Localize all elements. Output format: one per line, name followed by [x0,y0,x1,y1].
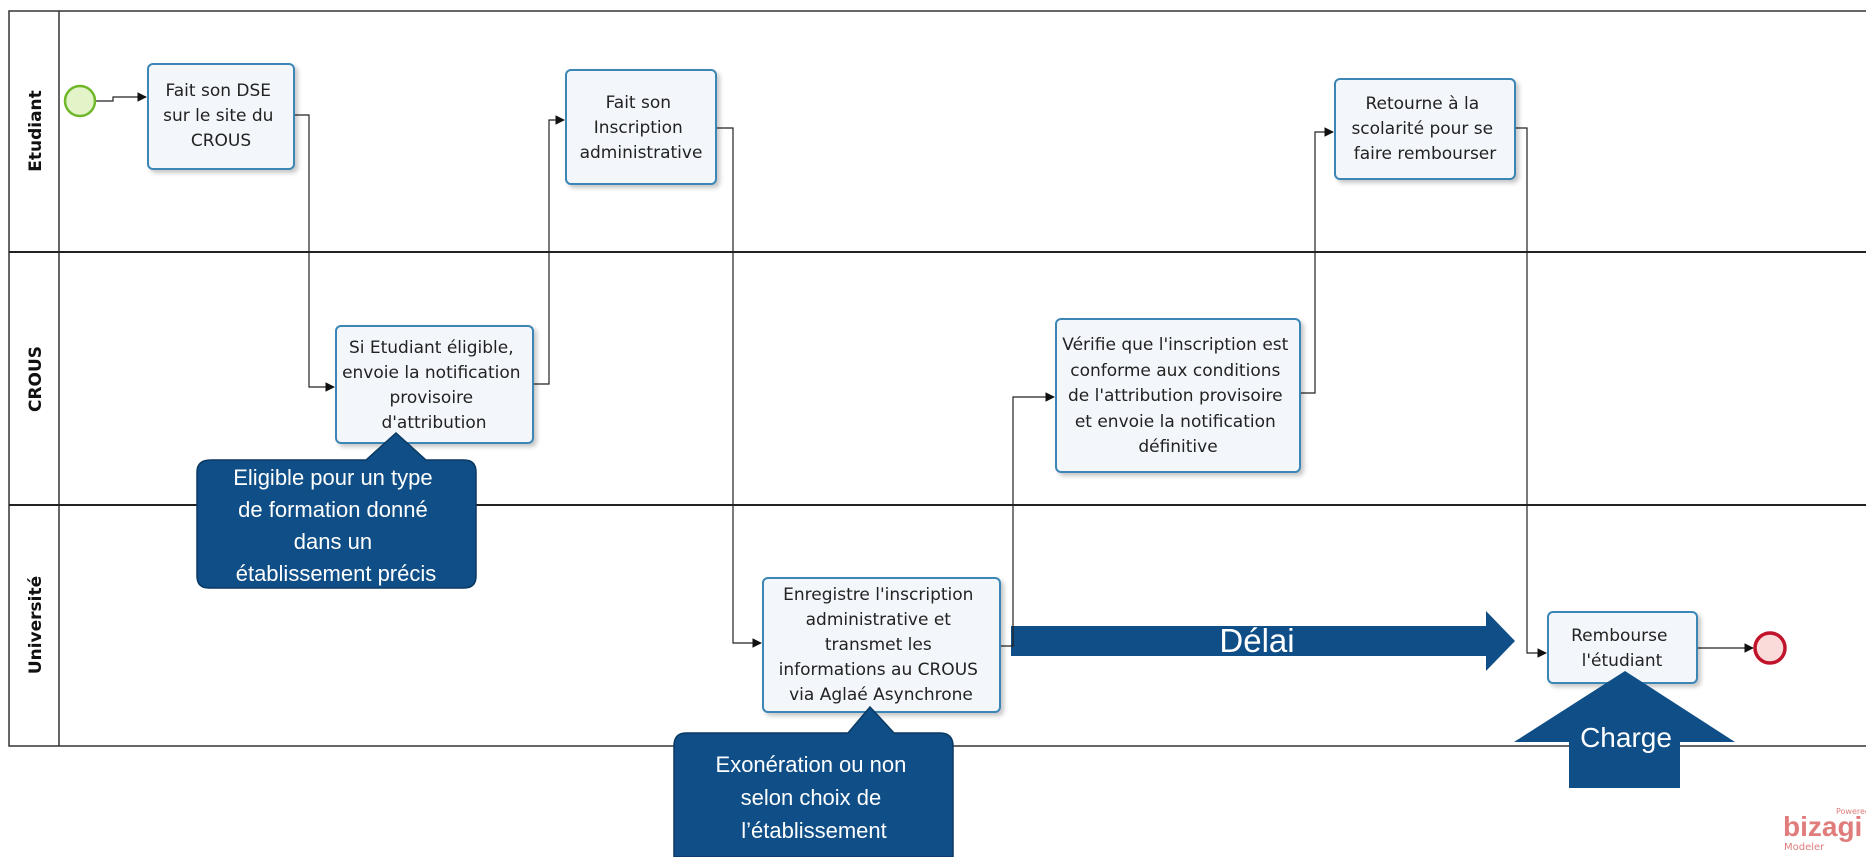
task-inscription-label: Fait son Inscription administrative [580,93,703,163]
task-inscription-line-1: Fait son [606,93,671,113]
lane-label-universite: Université [26,576,46,674]
callout-exoneration-line-3: l’établissement [741,818,887,843]
task-enregistre-line-3: transmet les [825,635,932,655]
callout-exoneration-line-1: Exonération ou non [716,752,907,777]
task-verifie-line-5: définitive [1138,437,1217,457]
task-retourne: Retourne à la scolarité pour se faire re… [1334,78,1516,180]
task-notification-line-4: d'attribution [381,413,486,433]
task-enregistre: Enregistre l'inscription administrative … [762,577,1001,713]
callout-eligible-label: Eligible pour un type de formation donné… [233,465,438,586]
sequence-flows [96,92,1754,658]
task-rembourse-line-2: l'étudiant [1582,651,1663,671]
flow-start-to-dse [96,92,147,102]
task-dse-line-3: CROUS [191,131,251,151]
end-event [1753,631,1787,665]
watermark-powered: Powered by [1836,807,1866,816]
task-dse-box [147,63,295,170]
task-notification-label: Si Etudiant éligible, envoie la notifica… [342,338,526,433]
task-enregistre-line-1: Enregistre l'inscription [783,585,973,605]
charge-arrow-shape [1514,671,1735,788]
delai-arrow: Délai [1011,611,1515,671]
flow-dse-to-notification [294,114,335,392]
task-notification-box [335,325,534,444]
task-verifie-line-1: Vérifie que l'inscription est [1062,335,1288,355]
task-verifie-line-3: de l'attribution provisoire [1068,386,1283,406]
task-enregistre-line-4: informations au CROUS [779,660,978,680]
task-retourne-label: Retourne à la scolarité pour se faire re… [1351,94,1498,164]
task-enregistre-line-5: via Aglaé Asynchrone [789,685,973,705]
task-inscription-line-2: Inscription [594,118,683,138]
task-retourne-line-1: Retourne à la [1365,94,1479,114]
callout-eligible: Eligible pour un type de formation donné… [196,431,477,589]
task-notification-line-2: envoie la notification [342,363,520,383]
delai-arrow-shape [1011,611,1515,671]
callout-exoneration-line-2: selon choix de [741,785,882,810]
task-rembourse-box [1547,611,1698,684]
task-inscription-box [565,69,717,185]
flow-inscription-to-enregistre [716,127,762,648]
start-event [63,84,97,118]
task-inscription: Fait son Inscription administrative [565,69,717,185]
lane-label-etudiant: Etudiant [26,90,46,172]
task-enregistre-box [762,577,1001,713]
lane-label-crous: CROUS [26,346,46,412]
watermark-brand: bizagi [1783,811,1862,842]
task-retourne-line-2: scolarité pour se [1351,119,1493,139]
delai-arrow-label: Délai [1219,622,1294,659]
callout-eligible-line-3: dans un [294,529,372,554]
task-verifie-box [1055,318,1301,473]
task-retourne-line-3: faire rembourser [1354,144,1497,164]
task-dse-line-2: sur le site du [163,106,273,126]
flow-verifie-to-retourne [1300,127,1334,394]
task-notification: Si Etudiant éligible, envoie la notifica… [335,325,534,444]
charge-arrow: Charge [1514,671,1735,788]
task-rembourse-label: Rembourse l'étudiant [1571,626,1673,671]
task-verifie-line-2: conforme aux conditions [1070,361,1280,381]
task-dse-line-1: Fait son DSE [166,81,272,101]
task-dse-label: Fait son DSE sur le site du CROUS [163,81,279,151]
task-notification-line-1: Si Etudiant éligible, [349,338,514,358]
task-retourne-box [1334,78,1516,180]
callout-eligible-line-4: établissement précis [236,561,437,586]
flow-enregistre-to-verifie [1000,392,1055,647]
charge-arrow-label: Charge [1580,722,1672,753]
task-inscription-line-3: administrative [580,143,703,163]
task-dse: Fait son DSE sur le site du CROUS [147,63,295,170]
flow-retourne-to-rembourse [1514,127,1547,658]
task-verifie-line-4: et envoie la notification [1075,412,1276,432]
callout-exoneration-shape [673,705,954,857]
task-verifie-label: Vérifie que l'inscription est conforme a… [1062,335,1293,457]
watermark-product: Modeler [1784,842,1825,853]
task-notification-line-3: provisoire [389,388,473,408]
callout-exoneration: Exonération ou non selon choix de l’étab… [673,705,954,857]
task-rembourse: Rembourse l'étudiant [1547,611,1698,684]
flow-notification-to-inscription [533,115,565,385]
bizagi-watermark: Powered by bizagi Modeler [1783,807,1866,853]
task-verifie: Vérifie que l'inscription est conforme a… [1055,318,1301,473]
callout-eligible-line-1: Eligible pour un type [233,465,432,490]
task-enregistre-line-2: administrative et [806,610,952,630]
task-enregistre-label: Enregistre l'inscription administrative … [779,585,984,705]
callout-eligible-line-2: de formation donné [238,497,428,522]
callout-exoneration-label: Exonération ou non selon choix de l’étab… [716,752,913,843]
callout-eligible-shape [196,431,477,589]
task-rembourse-line-1: Rembourse [1571,626,1667,646]
